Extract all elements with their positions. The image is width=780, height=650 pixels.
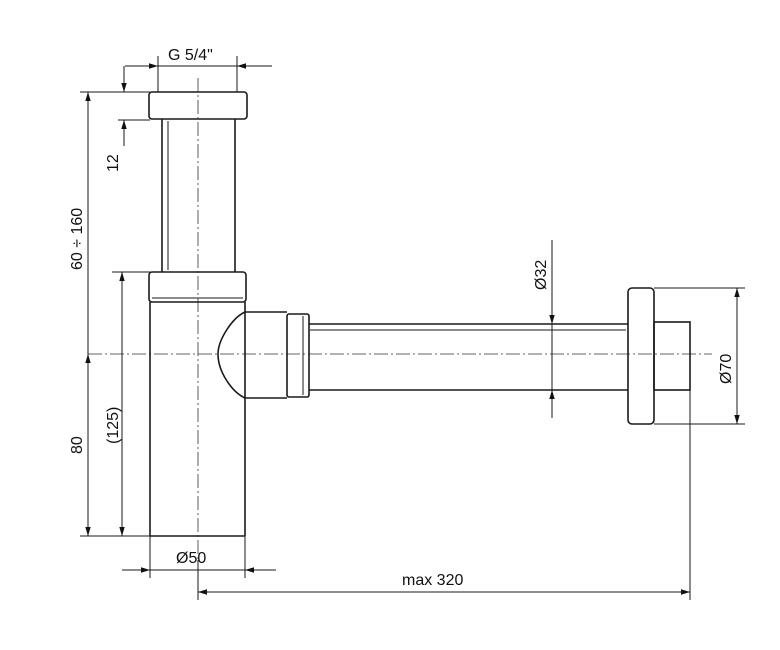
- outlet-diameter-label: Ø32: [533, 260, 550, 290]
- bottle-collar: [148, 271, 247, 303]
- wall-rosette: [627, 287, 655, 425]
- outlet-elbow: [217, 311, 287, 399]
- cap-diameter-label: Ø70: [718, 354, 735, 384]
- horizontal-outlet-pipe: [309, 323, 628, 391]
- body-height-label: 80: [69, 436, 86, 454]
- top-flange-nut: [148, 91, 248, 120]
- body-diameter-label: Ø50: [176, 550, 206, 567]
- body-height-ref-label: (125): [105, 407, 122, 444]
- bottle-body: [149, 302, 246, 537]
- height-range-label: 60 ÷ 160: [69, 208, 86, 270]
- vertical-inlet-tube: [161, 119, 236, 272]
- thread-label: G 5/4": [168, 47, 213, 64]
- wall-stub: [653, 321, 691, 391]
- outlet-nut: [286, 313, 310, 398]
- flange-height-label: 12: [105, 154, 122, 172]
- max-length-label: max 320: [402, 572, 463, 589]
